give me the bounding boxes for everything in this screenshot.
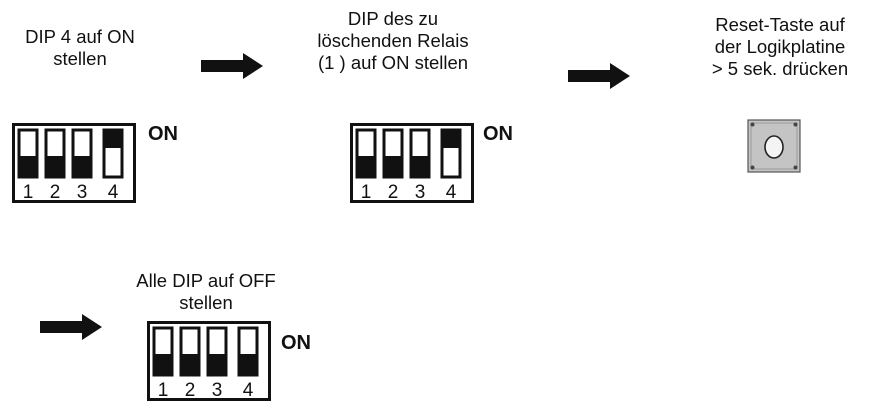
dip-knob-1 <box>154 354 172 375</box>
caption-line: der Logikplatine <box>714 36 846 57</box>
dip-knob-2 <box>181 354 199 375</box>
dip-number-2: 2 <box>185 380 196 401</box>
dip-knob-3 <box>73 156 91 177</box>
caption-line: Alle DIP auf OFF <box>136 270 276 291</box>
dip-number-1: 1 <box>158 380 169 401</box>
caption-line: stellen <box>179 292 233 313</box>
dip-knob-2 <box>384 156 402 177</box>
dip-knob-3 <box>411 156 429 177</box>
dip-number-4: 4 <box>108 182 119 203</box>
caption-line: DIP des zu <box>347 8 439 29</box>
dip-number-4: 4 <box>446 182 457 203</box>
dip-knob-4 <box>239 354 257 375</box>
reset-button-icon <box>747 119 801 173</box>
dip-knob-4 <box>104 130 122 148</box>
dip-number-4: 4 <box>243 380 254 401</box>
dip-number-3: 3 <box>415 182 426 203</box>
on-label: ON <box>281 332 311 354</box>
caption-line: (1 ) auf ON stellen <box>317 52 469 73</box>
right-arrow-icon <box>201 53 263 79</box>
on-label: ON <box>148 123 178 145</box>
dip-number-3: 3 <box>212 380 223 401</box>
on-label: ON <box>483 123 513 145</box>
dip-switch-icon: 1 2 3 4 <box>12 123 136 203</box>
dip-number-1: 1 <box>23 182 34 203</box>
dip-knob-3 <box>208 354 226 375</box>
dip-number-1: 1 <box>361 182 372 203</box>
dip-number-2: 2 <box>50 182 61 203</box>
right-arrow-icon <box>568 63 630 89</box>
dip-switch-icon: 1 2 3 4 <box>147 321 271 401</box>
caption-line: DIP 4 auf ON <box>25 26 135 47</box>
step-2-caption: DIP des zu löschenden Relais (1 ) auf ON… <box>288 8 498 74</box>
caption-line: löschenden Relais <box>317 30 469 51</box>
caption-line: Reset-Taste auf <box>715 14 845 35</box>
dip-number-2: 2 <box>388 182 399 203</box>
dip-knob-4 <box>442 130 460 148</box>
dip-knob-1 <box>357 156 375 177</box>
step-1-caption: DIP 4 auf ON stellen <box>0 26 160 70</box>
dip-knob-2 <box>46 156 64 177</box>
step-3-caption: Reset-Taste auf der Logikplatine > 5 sek… <box>680 14 873 80</box>
dip-knob-1 <box>19 156 37 177</box>
step-4-caption: Alle DIP auf OFF stellen <box>106 270 306 314</box>
caption-line: > 5 sek. drücken <box>711 58 849 79</box>
caption-line: stellen <box>53 48 107 69</box>
right-arrow-icon <box>40 314 102 340</box>
dip-switch-icon: 1 2 3 4 <box>350 123 474 203</box>
dip-number-3: 3 <box>77 182 88 203</box>
